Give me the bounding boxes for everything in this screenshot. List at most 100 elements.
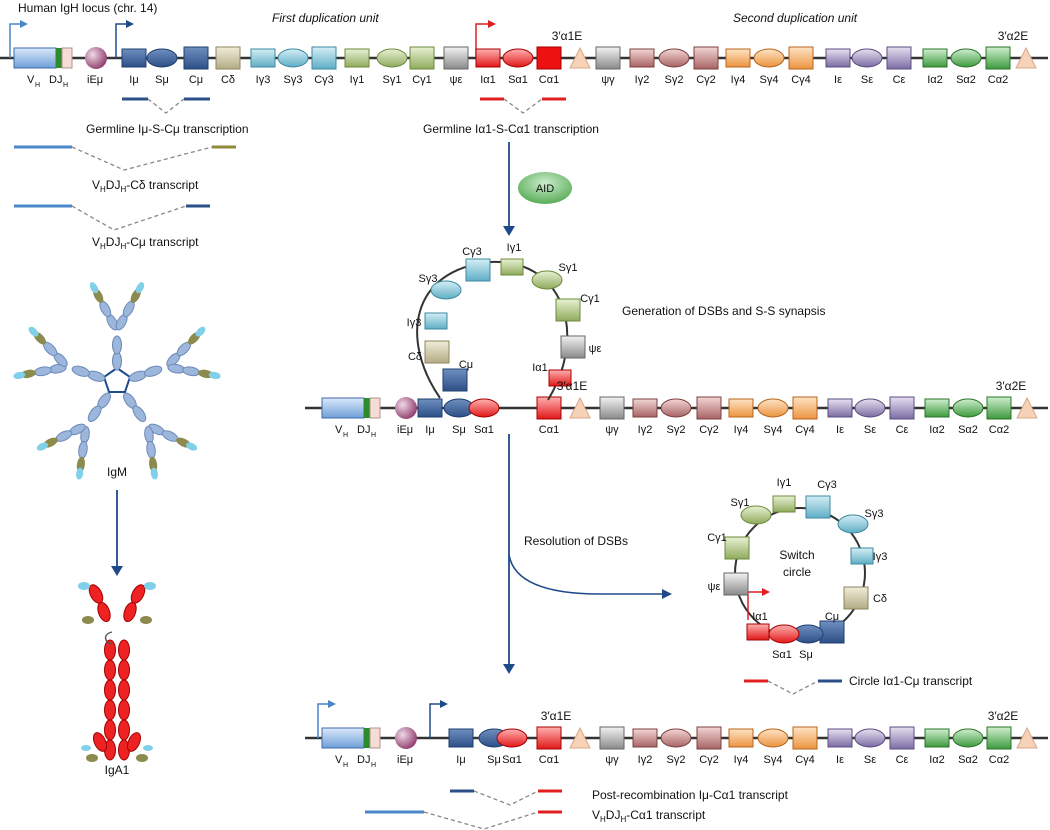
circle-6	[819, 620, 845, 644]
circle-3	[837, 514, 869, 534]
circle-9-label: Iα1	[752, 611, 768, 623]
iemu-enhancer-row2	[395, 397, 417, 419]
iga1-heavy-domain	[97, 601, 111, 623]
row2-15	[952, 398, 984, 418]
row3-9	[728, 728, 754, 748]
iga1-light-chain	[140, 616, 152, 624]
row2-2	[468, 398, 500, 418]
vhdjh-calpha1-label: VHDJH-Cα1 transcript	[592, 808, 706, 824]
iga1-heavy-domain	[88, 584, 104, 604]
iga1-heavy-domain	[118, 679, 130, 701]
row1-9-label: Cγ1	[412, 74, 432, 86]
igm-heavy-chain	[132, 405, 147, 422]
row2-5-label: Iγ2	[638, 424, 653, 436]
germline-alpha-label: Germline Iα1-S-Cα1 transcription	[423, 122, 599, 136]
row1-14-label: ψγ	[601, 74, 615, 86]
circle-transcript: Circle Iα1-Cμ transcript	[744, 674, 973, 695]
row1-15-label: Iγ2	[635, 74, 650, 86]
djh-label: DJ	[49, 74, 62, 86]
iga1-heavy-domain	[92, 732, 108, 752]
row1-8-label: Sγ1	[383, 74, 402, 86]
iga1-light-chain	[82, 616, 94, 624]
row2-10-label: Cγ4	[795, 424, 815, 436]
iga1-antibody	[78, 582, 156, 762]
loop-3-label: Sγ3	[419, 273, 438, 285]
loop-6-label: Sγ1	[559, 262, 578, 274]
row2-0	[417, 398, 443, 418]
row1-17	[693, 46, 719, 70]
djh-label-row2: DJ	[357, 424, 370, 436]
iga1-heavy-domain	[126, 732, 142, 752]
row3-1-label: Sμ	[487, 754, 501, 766]
circle-11	[723, 572, 749, 596]
row1-24-label: Iα2	[927, 74, 943, 86]
djh-subscript: H	[63, 82, 68, 89]
row2-6	[660, 398, 692, 418]
circle-8	[768, 624, 800, 644]
row1-18	[725, 48, 751, 68]
circle-2	[805, 495, 831, 519]
row1-0-label: Iμ	[129, 74, 138, 86]
row2-2-label: Sα1	[474, 424, 494, 436]
row3-6	[632, 728, 658, 748]
row2-9-label: Sγ4	[764, 424, 783, 436]
circle-6-label: Cμ	[825, 611, 839, 623]
germline-mu-label: Germline Iμ-S-Cμ transcription	[86, 122, 249, 136]
loop-6	[531, 270, 563, 290]
row1-7	[344, 48, 370, 68]
row3-7	[660, 728, 692, 748]
igm-label: IgM	[107, 465, 127, 479]
vh-label-row2: V	[335, 424, 343, 436]
iga1-label: IgA1	[105, 763, 130, 777]
row1-4	[250, 48, 276, 68]
row2-14	[924, 398, 950, 418]
row1-23	[886, 46, 912, 70]
loop-9	[548, 369, 572, 387]
row1-7-label: Iγ1	[350, 74, 365, 86]
row1-20	[788, 46, 814, 70]
igm-variable-domain	[135, 282, 145, 294]
enhancer-3prime-row2-b	[1016, 396, 1038, 419]
row1-13	[536, 46, 562, 70]
enhancer-label-row3-4: 3′α1E	[541, 709, 572, 723]
row1-10	[443, 46, 469, 70]
circle-5-label: Cδ	[873, 593, 887, 605]
igm-arm-domain	[78, 440, 88, 459]
vhdjh-calpha1-transcript: VHDJH-Cα1 transcript	[365, 808, 706, 830]
iga1-variable-domain	[78, 582, 90, 590]
row3-3	[536, 726, 562, 750]
aid-enzyme	[518, 172, 572, 204]
row3-3-label: Cα1	[539, 754, 559, 766]
row2-15-label: Sα2	[958, 424, 978, 436]
row1-6-label: Cγ3	[314, 74, 334, 86]
circle-10	[724, 536, 750, 560]
row1-20-label: Cγ4	[791, 74, 811, 86]
row1-1-label: Sμ	[155, 74, 169, 86]
vh-segment	[13, 47, 57, 69]
row1-3-label: Cδ	[221, 74, 235, 86]
circle-1	[772, 495, 796, 513]
row2-14-label: Iα2	[929, 424, 945, 436]
loop-8-label: ψε	[589, 343, 602, 355]
loop-5	[500, 258, 524, 276]
row1-24	[922, 48, 948, 68]
row3-15-label: Iα2	[929, 754, 945, 766]
row2-16-label: Cα2	[989, 424, 1009, 436]
row1-12	[502, 48, 534, 68]
iga1-heavy-domain	[118, 699, 130, 721]
circle-7-label: Sμ	[799, 649, 813, 661]
row2-4	[599, 396, 625, 420]
arrow-to-switch-circle	[508, 554, 664, 595]
enhancer-label-row1-1: 3′α2E	[998, 29, 1029, 43]
igm-variable-domain	[150, 467, 158, 480]
loop-0-label: Cμ	[459, 359, 473, 371]
row2-13-label: Cε	[896, 424, 909, 436]
iga1-tail-domain	[86, 754, 98, 762]
row3-0	[448, 728, 474, 748]
loop-2	[424, 312, 448, 330]
igm-arm-domain	[34, 366, 52, 377]
vhdjh-cmu-transcript: VHDJH-Cμ transcript	[14, 204, 210, 251]
row3-9-label: Iγ4	[734, 754, 749, 766]
